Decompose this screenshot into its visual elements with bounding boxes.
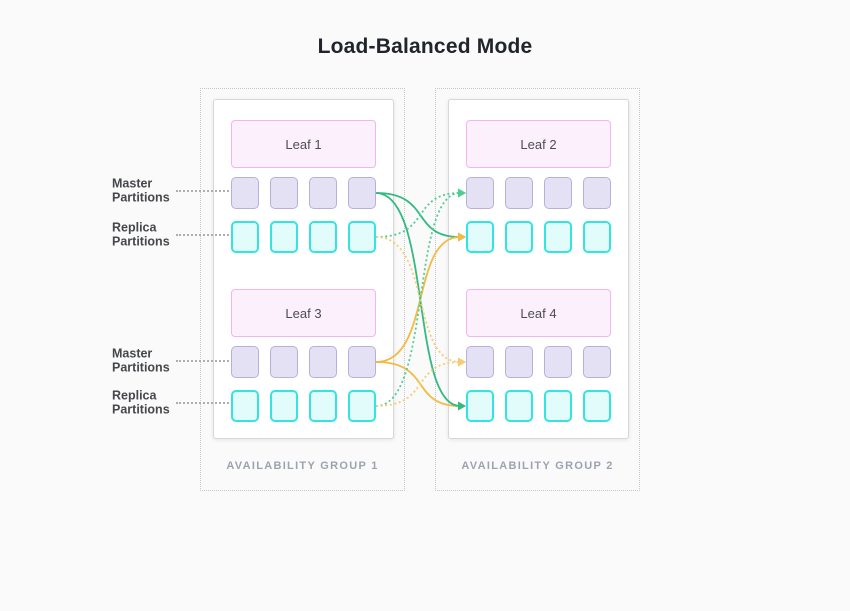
replica-partition-square bbox=[348, 390, 376, 422]
master-partition-square bbox=[231, 177, 259, 209]
availability-group-1-card: Leaf 1 Leaf 3 bbox=[213, 99, 394, 439]
master-partition-square bbox=[466, 177, 494, 209]
label-connector-line bbox=[176, 402, 229, 404]
leaf-header: Leaf 1 bbox=[231, 120, 376, 168]
replica-partitions-row bbox=[466, 390, 611, 422]
side-label-text: Replica Partitions bbox=[112, 388, 170, 416]
master-partition-square bbox=[270, 346, 298, 378]
replica-partition-square bbox=[348, 221, 376, 253]
label-connector-line bbox=[176, 190, 229, 192]
side-label-master-partitions-bottom: Master Partitions bbox=[112, 346, 178, 375]
replica-partition-square bbox=[583, 221, 611, 253]
master-partition-square bbox=[583, 346, 611, 378]
leaf-header: Leaf 4 bbox=[466, 289, 611, 337]
side-label-text: Replica Partitions bbox=[112, 220, 170, 248]
replica-partition-square bbox=[309, 390, 337, 422]
group-1-leaves: Leaf 1 Leaf 3 bbox=[231, 120, 376, 422]
master-partition-square bbox=[583, 177, 611, 209]
leaf-header: Leaf 2 bbox=[466, 120, 611, 168]
leaf-section: Leaf 3 bbox=[231, 289, 376, 422]
availability-group-2-box: Leaf 2 Leaf 4 AVAILABILITY GROUP 2 bbox=[435, 88, 640, 491]
side-label-replica-partitions-bottom: Replica Partitions bbox=[112, 388, 178, 417]
label-connector-line bbox=[176, 360, 229, 362]
side-label-master-partitions-top: Master Partitions bbox=[112, 176, 178, 205]
availability-group-1-label: AVAILABILITY GROUP 1 bbox=[226, 460, 379, 472]
side-label-text: Master Partitions bbox=[112, 176, 170, 204]
replica-partition-square bbox=[231, 221, 259, 253]
group-2-leaves: Leaf 2 Leaf 4 bbox=[466, 120, 611, 422]
replica-partitions-row bbox=[466, 221, 611, 253]
master-partitions-row bbox=[466, 177, 611, 209]
availability-group-1-box: Leaf 1 Leaf 3 AVAILABILITY GROUP 1 bbox=[200, 88, 405, 491]
master-partition-square bbox=[231, 346, 259, 378]
diagram-title: Load-Balanced Mode bbox=[317, 35, 533, 58]
master-partition-square bbox=[544, 346, 572, 378]
leaf-section: Leaf 2 bbox=[466, 120, 611, 253]
replica-partitions-row bbox=[231, 390, 376, 422]
replica-partition-square bbox=[466, 390, 494, 422]
leaf-section: Leaf 1 bbox=[231, 120, 376, 253]
master-partition-square bbox=[544, 177, 572, 209]
leaf-section: Leaf 4 bbox=[466, 289, 611, 422]
replica-partition-square bbox=[270, 221, 298, 253]
master-partitions-row bbox=[231, 177, 376, 209]
master-partitions-row bbox=[231, 346, 376, 378]
replica-partition-square bbox=[466, 221, 494, 253]
availability-group-2-label: AVAILABILITY GROUP 2 bbox=[461, 460, 614, 472]
replica-partition-square bbox=[231, 390, 259, 422]
replica-partition-square bbox=[544, 390, 572, 422]
master-partition-square bbox=[348, 346, 376, 378]
availability-group-2-card: Leaf 2 Leaf 4 bbox=[448, 99, 629, 439]
replica-partition-square bbox=[309, 221, 337, 253]
side-label-replica-partitions-top: Replica Partitions bbox=[112, 220, 178, 249]
master-partition-square bbox=[270, 177, 298, 209]
master-partition-square bbox=[309, 177, 337, 209]
master-partition-square bbox=[466, 346, 494, 378]
replica-partition-square bbox=[583, 390, 611, 422]
replica-partition-square bbox=[270, 390, 298, 422]
master-partitions-row bbox=[466, 346, 611, 378]
leaf-header: Leaf 3 bbox=[231, 289, 376, 337]
master-partition-square bbox=[505, 177, 533, 209]
master-partition-square bbox=[505, 346, 533, 378]
replica-partition-square bbox=[505, 390, 533, 422]
master-partition-square bbox=[348, 177, 376, 209]
master-partition-square bbox=[309, 346, 337, 378]
replica-partitions-row bbox=[231, 221, 376, 253]
label-connector-line bbox=[176, 234, 229, 236]
replica-partition-square bbox=[544, 221, 572, 253]
replica-partition-square bbox=[505, 221, 533, 253]
side-label-text: Master Partitions bbox=[112, 346, 170, 374]
